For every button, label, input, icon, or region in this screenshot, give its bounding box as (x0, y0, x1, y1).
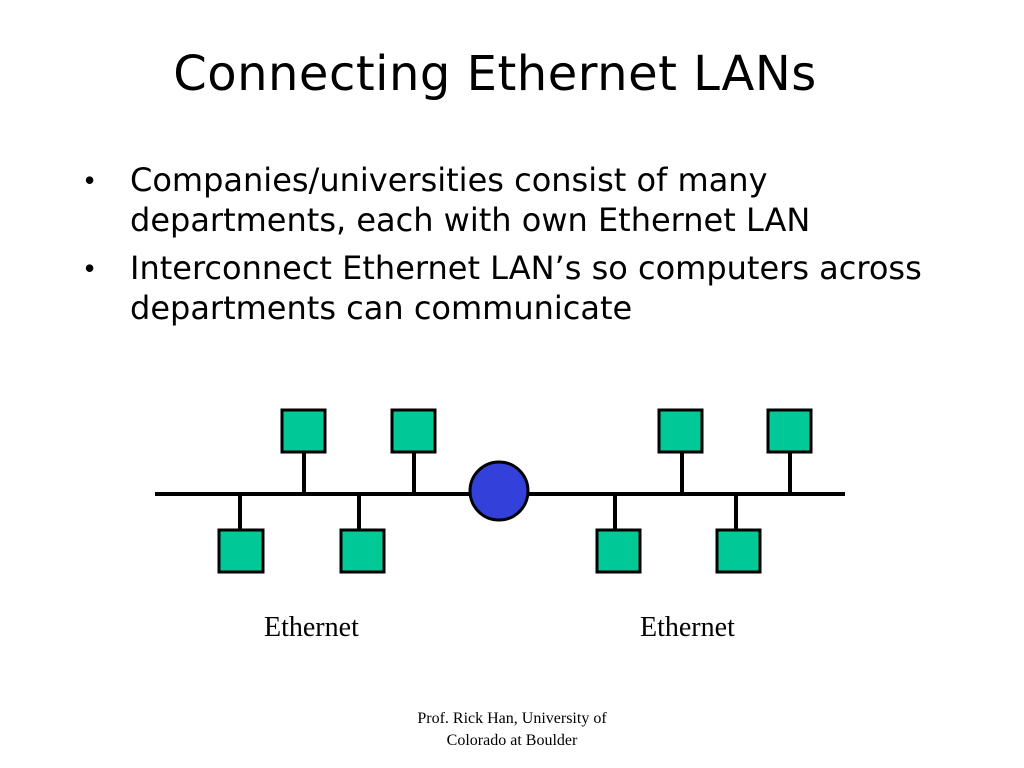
bullet-text: Companies/universities consist of many d… (130, 161, 811, 239)
bullet-marker: • (84, 250, 96, 286)
bridge-node-icon (468, 460, 530, 522)
bullet-item: • Interconnect Ethernet LAN’s so compute… (84, 248, 984, 328)
host-computer-icon (217, 528, 265, 574)
footer-line-2: Colorado at Boulder (446, 732, 578, 749)
network-lines (155, 452, 845, 530)
hosts (217, 408, 813, 574)
bullet-list: • Companies/universities consist of many… (84, 160, 984, 336)
host-computer-icon (766, 408, 813, 454)
host-computer-icon (657, 408, 704, 454)
host-computer-icon (595, 528, 642, 574)
left-ethernet-label: Ethernet (264, 612, 359, 643)
right-ethernet-label: Ethernet (640, 612, 735, 643)
slide-title: Connecting Ethernet LANs (173, 46, 817, 102)
footer-line-1: Prof. Rick Han, University of (417, 710, 607, 727)
bullet-item: • Companies/universities consist of many… (84, 160, 984, 240)
host-computer-icon (715, 528, 762, 574)
bullet-marker: • (84, 162, 96, 198)
host-computer-icon (280, 408, 327, 454)
bullet-text: Interconnect Ethernet LAN’s so computers… (130, 249, 922, 327)
host-computer-icon (339, 528, 386, 574)
host-computer-icon (390, 408, 437, 454)
footer: Prof. Rick Han, University of Colorado a… (372, 708, 652, 752)
